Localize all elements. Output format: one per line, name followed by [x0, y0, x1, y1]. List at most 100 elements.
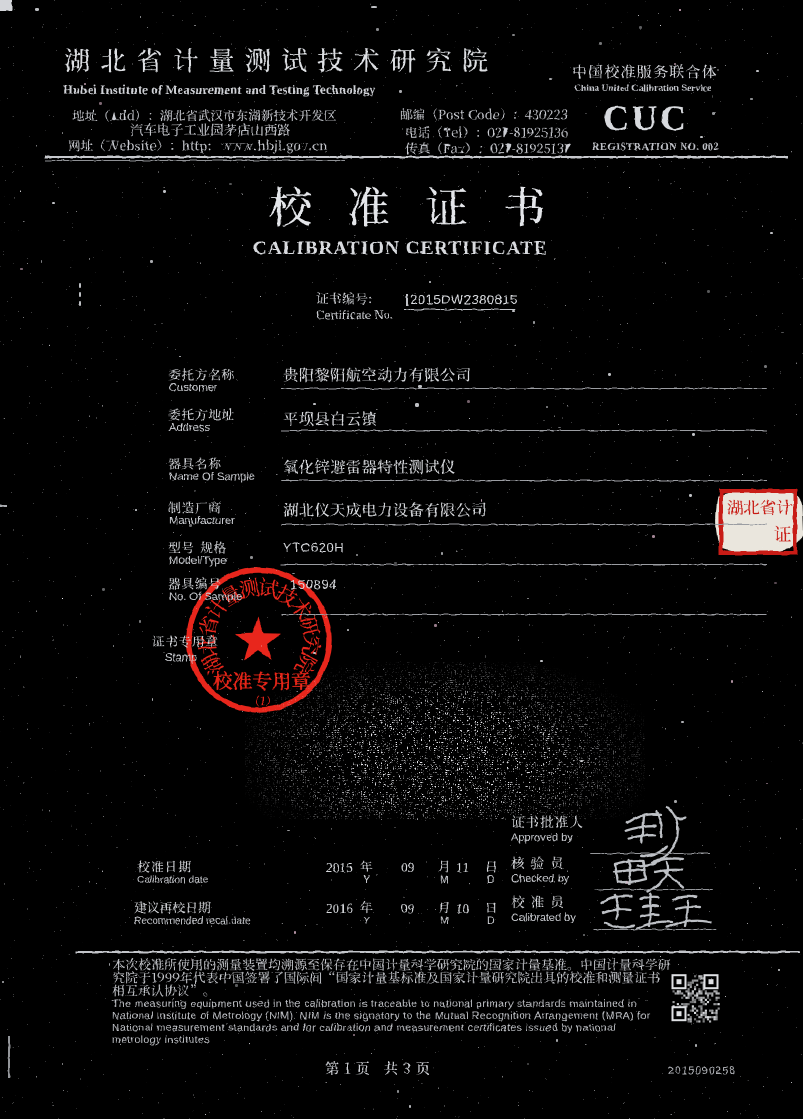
org-name-en: Hubei Institute of Measurement and Testi…	[63, 83, 377, 97]
signature-checked-by-icon	[612, 857, 685, 893]
date-ymd-m-0: M	[440, 874, 449, 886]
date-year-unit-0	[360, 860, 373, 874]
sig-label-en-0: Approved by	[511, 832, 573, 844]
date-year-unit-1	[360, 901, 373, 915]
date-ymd-y-1: Y	[363, 915, 371, 927]
org-postcode	[400, 108, 568, 122]
org-address-line1	[72, 109, 337, 123]
field-underline-3	[281, 524, 767, 526]
header-rule	[45, 156, 788, 158]
cert-no-bracket-artifact	[406, 294, 408, 306]
note-en-line-3: metrology institutes	[112, 1034, 210, 1046]
seal-number	[249, 695, 277, 708]
cert-no-underline	[404, 309, 516, 311]
date-ymd-m-1: M	[440, 915, 449, 927]
field-label-en-1: Address	[169, 422, 211, 434]
sig-underline-1	[595, 889, 713, 891]
date-label-cn-1	[134, 901, 211, 915]
field-label-cn-2	[168, 457, 222, 471]
date-day-unit-0	[485, 860, 498, 874]
seal-title	[213, 671, 311, 693]
side-stamp-line2	[774, 525, 792, 545]
field-value-3	[283, 502, 487, 519]
field-label-en-2: Name Of Sample	[169, 471, 255, 483]
sig-label-cn-1	[511, 856, 570, 871]
field-label-en-5: No. Of Sample	[169, 591, 243, 603]
edge-artifact-line	[8, 1036, 10, 1078]
date-month-0: 09	[401, 860, 415, 875]
date-month-unit-0	[438, 860, 451, 874]
field-underline-5	[281, 614, 767, 616]
field-label-cn-0	[168, 368, 235, 382]
note-en-line-0: The measuring equipment used in the cali…	[112, 998, 637, 1010]
seal-star-icon	[235, 617, 281, 661]
date-year-0: 2015	[326, 860, 353, 875]
field-label-cn-1	[168, 408, 235, 422]
field-label-cn-5	[168, 577, 222, 591]
cert-no-value: 2015DW2380815	[410, 292, 518, 307]
signature-calibrated-by-icon	[599, 892, 712, 931]
field-label-en-4: Model/Type	[169, 555, 227, 567]
serial-number: 2015090258	[668, 1065, 736, 1077]
org-tel	[405, 126, 568, 140]
org-name-cn	[64, 47, 498, 76]
stamp-row-label-cn	[152, 635, 219, 649]
document-title-cn	[269, 185, 581, 233]
cuc-name-en: China United Calibration Service	[574, 83, 712, 94]
sig-label-cn-0	[511, 815, 584, 830]
sig-label-en-1: Checked by	[511, 873, 570, 885]
field-value-5: 150894	[290, 577, 337, 592]
date-year-1: 2016	[326, 901, 353, 916]
field-underline-1	[281, 430, 767, 432]
date-day-1: 10	[456, 901, 470, 916]
field-underline-0	[281, 388, 767, 390]
org-address-line2	[130, 123, 291, 138]
stamp-row-label-en: Stamp	[165, 652, 198, 664]
side-stamp-border	[719, 489, 797, 555]
note-cn-line-2	[112, 984, 216, 998]
side-stamp-line1	[727, 499, 793, 517]
cuc-registration: REGISTRATION NO. 002	[592, 142, 720, 153]
sig-label-en-2: Calibrated by	[511, 912, 576, 924]
sig-underline-2	[594, 929, 716, 931]
note-en-line-2: National measurement standards and for c…	[112, 1022, 616, 1034]
signatures-handwriting	[599, 805, 712, 931]
field-label-cn-3	[168, 501, 222, 515]
org-website	[68, 139, 328, 154]
field-underline-4	[281, 564, 767, 566]
date-label-en-1: Recommended recal.date	[134, 916, 251, 927]
edge-artifact-dash	[0, 505, 7, 508]
cuc-name-cn	[572, 64, 718, 81]
date-ymd-d-0: D	[487, 874, 495, 886]
field-value-0	[283, 367, 471, 384]
cuc-logo: CUC	[603, 98, 689, 138]
corner-artifact	[0, 0, 12, 11]
org-fax	[405, 142, 571, 156]
document-title-en: CALIBRATION CERTIFICATE	[253, 238, 548, 259]
date-day-0: 11	[456, 860, 469, 875]
cert-no-label-en: Certificate No.	[316, 307, 394, 322]
sig-underline-0	[590, 853, 710, 855]
page-number	[325, 1061, 435, 1077]
field-underline-2	[281, 480, 767, 482]
field-value-2	[283, 459, 456, 476]
note-cn-line-0	[112, 958, 671, 972]
date-day-unit-1	[485, 901, 498, 915]
note-en-line-1: National Institute of Metrology (NIM). N…	[112, 1010, 651, 1022]
note-cn-line-1	[112, 971, 661, 985]
date-ymd-y-0: Y	[363, 874, 371, 886]
field-label-en-3: Manufacturer	[169, 515, 235, 527]
cert-no-label-cn	[316, 292, 372, 307]
date-ymd-d-1: D	[487, 915, 495, 927]
field-value-4: YTC620H	[283, 540, 345, 555]
field-value-1	[283, 411, 377, 428]
header-rule-2	[45, 160, 345, 161]
footer-rule	[75, 951, 800, 953]
date-label-cn-0	[137, 860, 192, 874]
date-month-1: 09	[401, 901, 415, 916]
qr-code-icon	[671, 974, 720, 1023]
sig-label-cn-2	[511, 895, 570, 910]
